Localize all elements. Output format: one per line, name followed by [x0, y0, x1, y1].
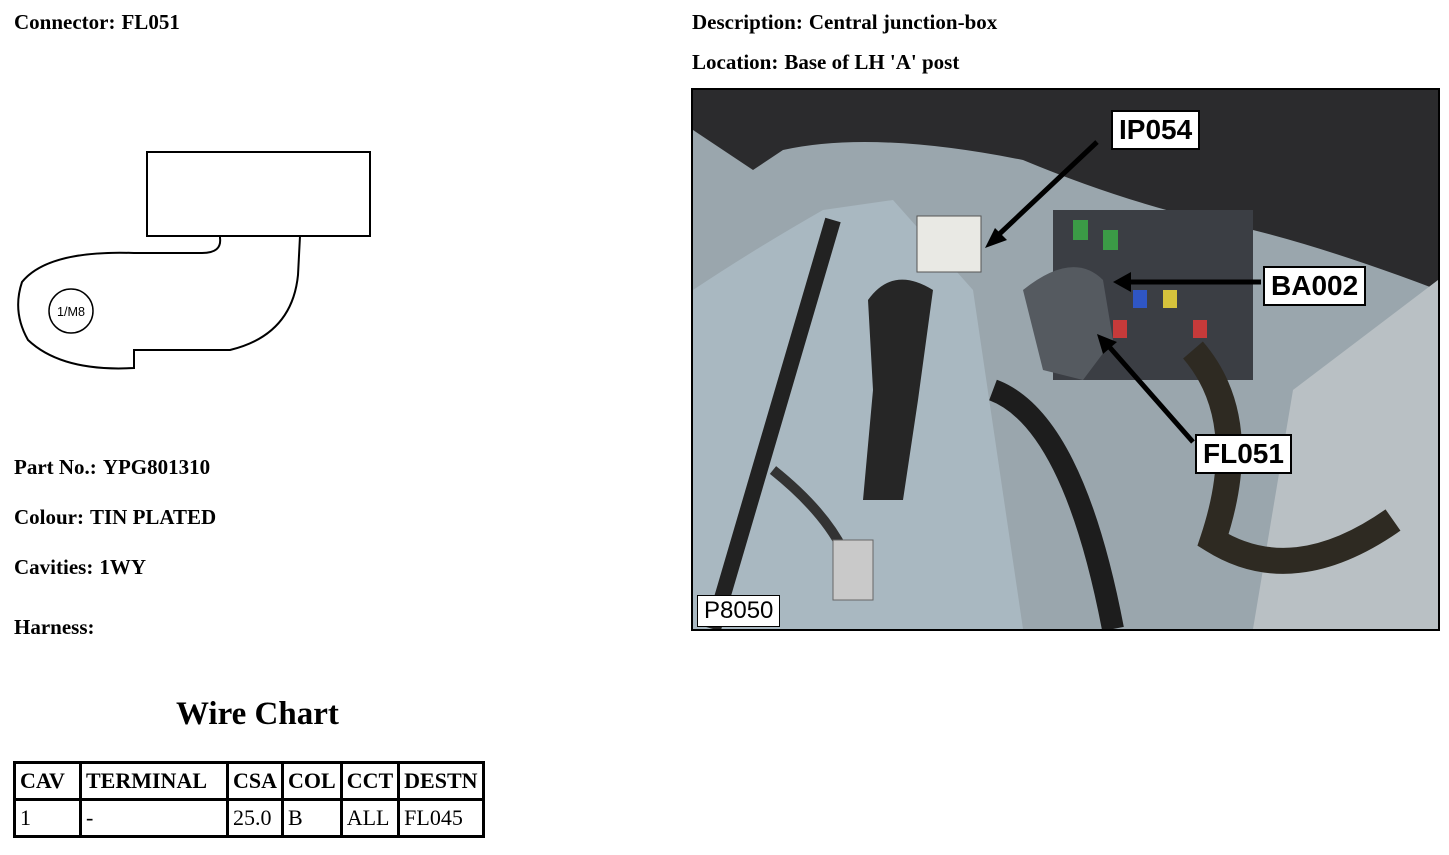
part-number-value: YPG801310 — [102, 455, 211, 479]
location-value: Base of LH 'A' post — [784, 50, 960, 74]
connector-body-outline — [146, 151, 371, 237]
callout-fl051: FL051 — [1195, 434, 1292, 474]
part-number-field: Part No.:YPG801310 — [14, 455, 210, 480]
description-field: Description:Central junction-box — [692, 10, 997, 35]
colour-label: Colour: — [14, 505, 84, 529]
photo-code: P8050 — [697, 595, 781, 627]
location-photo: IP054 BA002 FL051 P8050 — [691, 88, 1440, 631]
wire-chart-title: Wire Chart — [176, 696, 339, 732]
description-value: Central junction-box — [808, 10, 998, 34]
connector-value: FL051 — [121, 10, 180, 34]
cell-cav: 1 — [13, 798, 82, 838]
wire-chart-table: CAV TERMINAL CSA COL CCT DESTN 1 - 25.0 … — [13, 761, 485, 838]
dashboard-panel — [693, 90, 1438, 290]
header-cct: CCT — [339, 761, 401, 801]
header-destn: DESTN — [397, 761, 485, 801]
header-cav: CAV — [13, 761, 82, 801]
cell-cct: ALL — [339, 798, 401, 838]
part-number-label: Part No.: — [14, 455, 97, 479]
header-csa: CSA — [225, 761, 285, 801]
cell-destn: FL045 — [397, 798, 485, 838]
connector-label: Connector: — [14, 10, 116, 34]
connector-field: Connector:FL051 — [14, 10, 180, 35]
connector-drawing: 1/M8 — [17, 151, 371, 370]
callout-ip054: IP054 — [1111, 110, 1201, 150]
description-label: Description: — [692, 10, 803, 34]
cavities-field: Cavities:1WY — [14, 555, 146, 580]
callout-ba002: BA002 — [1263, 266, 1367, 306]
harness-connector — [916, 215, 982, 273]
connector-lug-outline — [17, 235, 302, 370]
table-row: 1 - 25.0 B ALL FL045 — [13, 798, 485, 838]
colour-value: TIN PLATED — [90, 505, 217, 529]
isolation-lever — [863, 279, 933, 500]
header-col: COL — [281, 761, 343, 801]
cell-csa: 25.0 — [225, 798, 285, 838]
cell-terminal: - — [79, 798, 229, 838]
a-post-panel — [693, 200, 1023, 629]
cavities-value: 1WY — [99, 555, 146, 579]
cavity-circle — [48, 288, 94, 334]
photo-scene — [693, 90, 1438, 629]
colour-field: Colour:TIN PLATED — [14, 505, 216, 530]
cell-col: B — [281, 798, 343, 838]
location-field: Location:Base of LH 'A' post — [692, 50, 959, 75]
cavities-label: Cavities: — [14, 555, 94, 579]
harness-field: Harness: — [14, 615, 101, 640]
cavity-marker: 1/M8 — [57, 304, 85, 319]
harness-label: Harness: — [14, 615, 95, 639]
table-header-row: CAV TERMINAL CSA COL CCT DESTN — [13, 761, 485, 801]
location-label: Location: — [692, 50, 779, 74]
header-terminal: TERMINAL — [79, 761, 229, 801]
